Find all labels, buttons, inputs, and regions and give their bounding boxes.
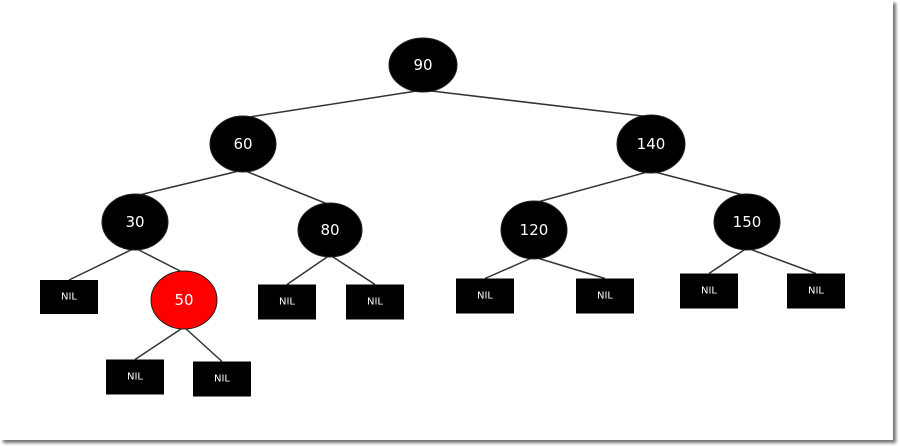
- nil-label: NIL: [279, 297, 295, 308]
- nil-label: NIL: [701, 286, 717, 297]
- nil-leaf-nil50r: NIL: [193, 361, 251, 397]
- edge-n150-nil150l: [708, 247, 748, 275]
- node-label-50: 50: [174, 291, 193, 309]
- edge-n30-n50: [134, 247, 185, 274]
- nil-label: NIL: [808, 286, 824, 297]
- tree-node-60: 60: [209, 115, 277, 173]
- nil-box: [106, 359, 164, 395]
- node-circle-90: [388, 37, 458, 93]
- nil-label: NIL: [597, 291, 613, 302]
- node-label-80: 80: [320, 221, 339, 239]
- nil-label: NIL: [367, 297, 383, 308]
- nil-leaf-nil120r: NIL: [576, 278, 634, 314]
- nil-leaf-nil150l: NIL: [680, 273, 738, 309]
- tree-edges: [68, 89, 817, 363]
- tree-node-50: 50: [150, 270, 218, 330]
- edge-n120-nil120r: [533, 256, 606, 280]
- node-label-60: 60: [233, 135, 252, 153]
- nil-leaf-nil30l: NIL: [40, 280, 98, 314]
- tree-node-150: 150: [713, 193, 781, 251]
- nil-box: [258, 284, 316, 320]
- tree-node-120: 120: [500, 200, 568, 260]
- nil-box: [346, 284, 404, 320]
- tree-node-80: 80: [297, 202, 363, 258]
- nil-label: NIL: [127, 372, 143, 383]
- edge-n50-nil50r: [183, 326, 223, 363]
- nil-label: NIL: [61, 292, 77, 303]
- nil-box: [193, 361, 251, 397]
- node-circle-80: [297, 202, 363, 258]
- edge-n80-nil80r: [329, 254, 376, 286]
- nil-label: NIL: [477, 291, 493, 302]
- edge-n150-nil150r: [746, 247, 817, 275]
- nil-leaf-nil50l: NIL: [106, 359, 164, 395]
- node-label-30: 30: [125, 213, 144, 231]
- edge-n90-n60: [242, 89, 424, 119]
- nil-leaf-nil150r: NIL: [787, 273, 845, 309]
- edge-n90-n140: [422, 89, 652, 118]
- node-circle-120: [500, 200, 568, 260]
- tree-node-140: 140: [616, 114, 686, 174]
- nil-box: [40, 280, 98, 314]
- node-circle-150: [713, 193, 781, 251]
- node-label-90: 90: [413, 56, 432, 74]
- edge-n30-nil30l: [68, 247, 136, 281]
- nil-box: [787, 273, 845, 309]
- nil-box: [456, 278, 514, 314]
- nil-label: NIL: [214, 374, 230, 385]
- node-circle-30: [101, 193, 169, 251]
- edge-n120-nil120l: [484, 256, 535, 280]
- edge-n140-n120: [533, 170, 652, 204]
- edge-n60-n80: [242, 169, 331, 206]
- node-label-120: 120: [520, 221, 549, 239]
- nil-box: [680, 273, 738, 309]
- nil-leaf-nil80l: NIL: [258, 284, 316, 320]
- edge-n140-n150: [650, 170, 748, 197]
- nil-leaf-nil120l: NIL: [456, 278, 514, 314]
- nil-leaf-nil80r: NIL: [346, 284, 404, 320]
- node-label-150: 150: [733, 213, 762, 231]
- tree-node-90: 90: [388, 37, 458, 93]
- node-circle-50: [150, 270, 218, 330]
- nil-box: [576, 278, 634, 314]
- edge-n80-nil80l: [286, 254, 331, 286]
- edge-n50-nil50l: [134, 326, 185, 361]
- edge-n60-n30: [134, 169, 244, 197]
- node-label-140: 140: [637, 135, 666, 153]
- node-circle-60: [209, 115, 277, 173]
- node-circle-140: [616, 114, 686, 174]
- tree-node-30: 30: [101, 193, 169, 251]
